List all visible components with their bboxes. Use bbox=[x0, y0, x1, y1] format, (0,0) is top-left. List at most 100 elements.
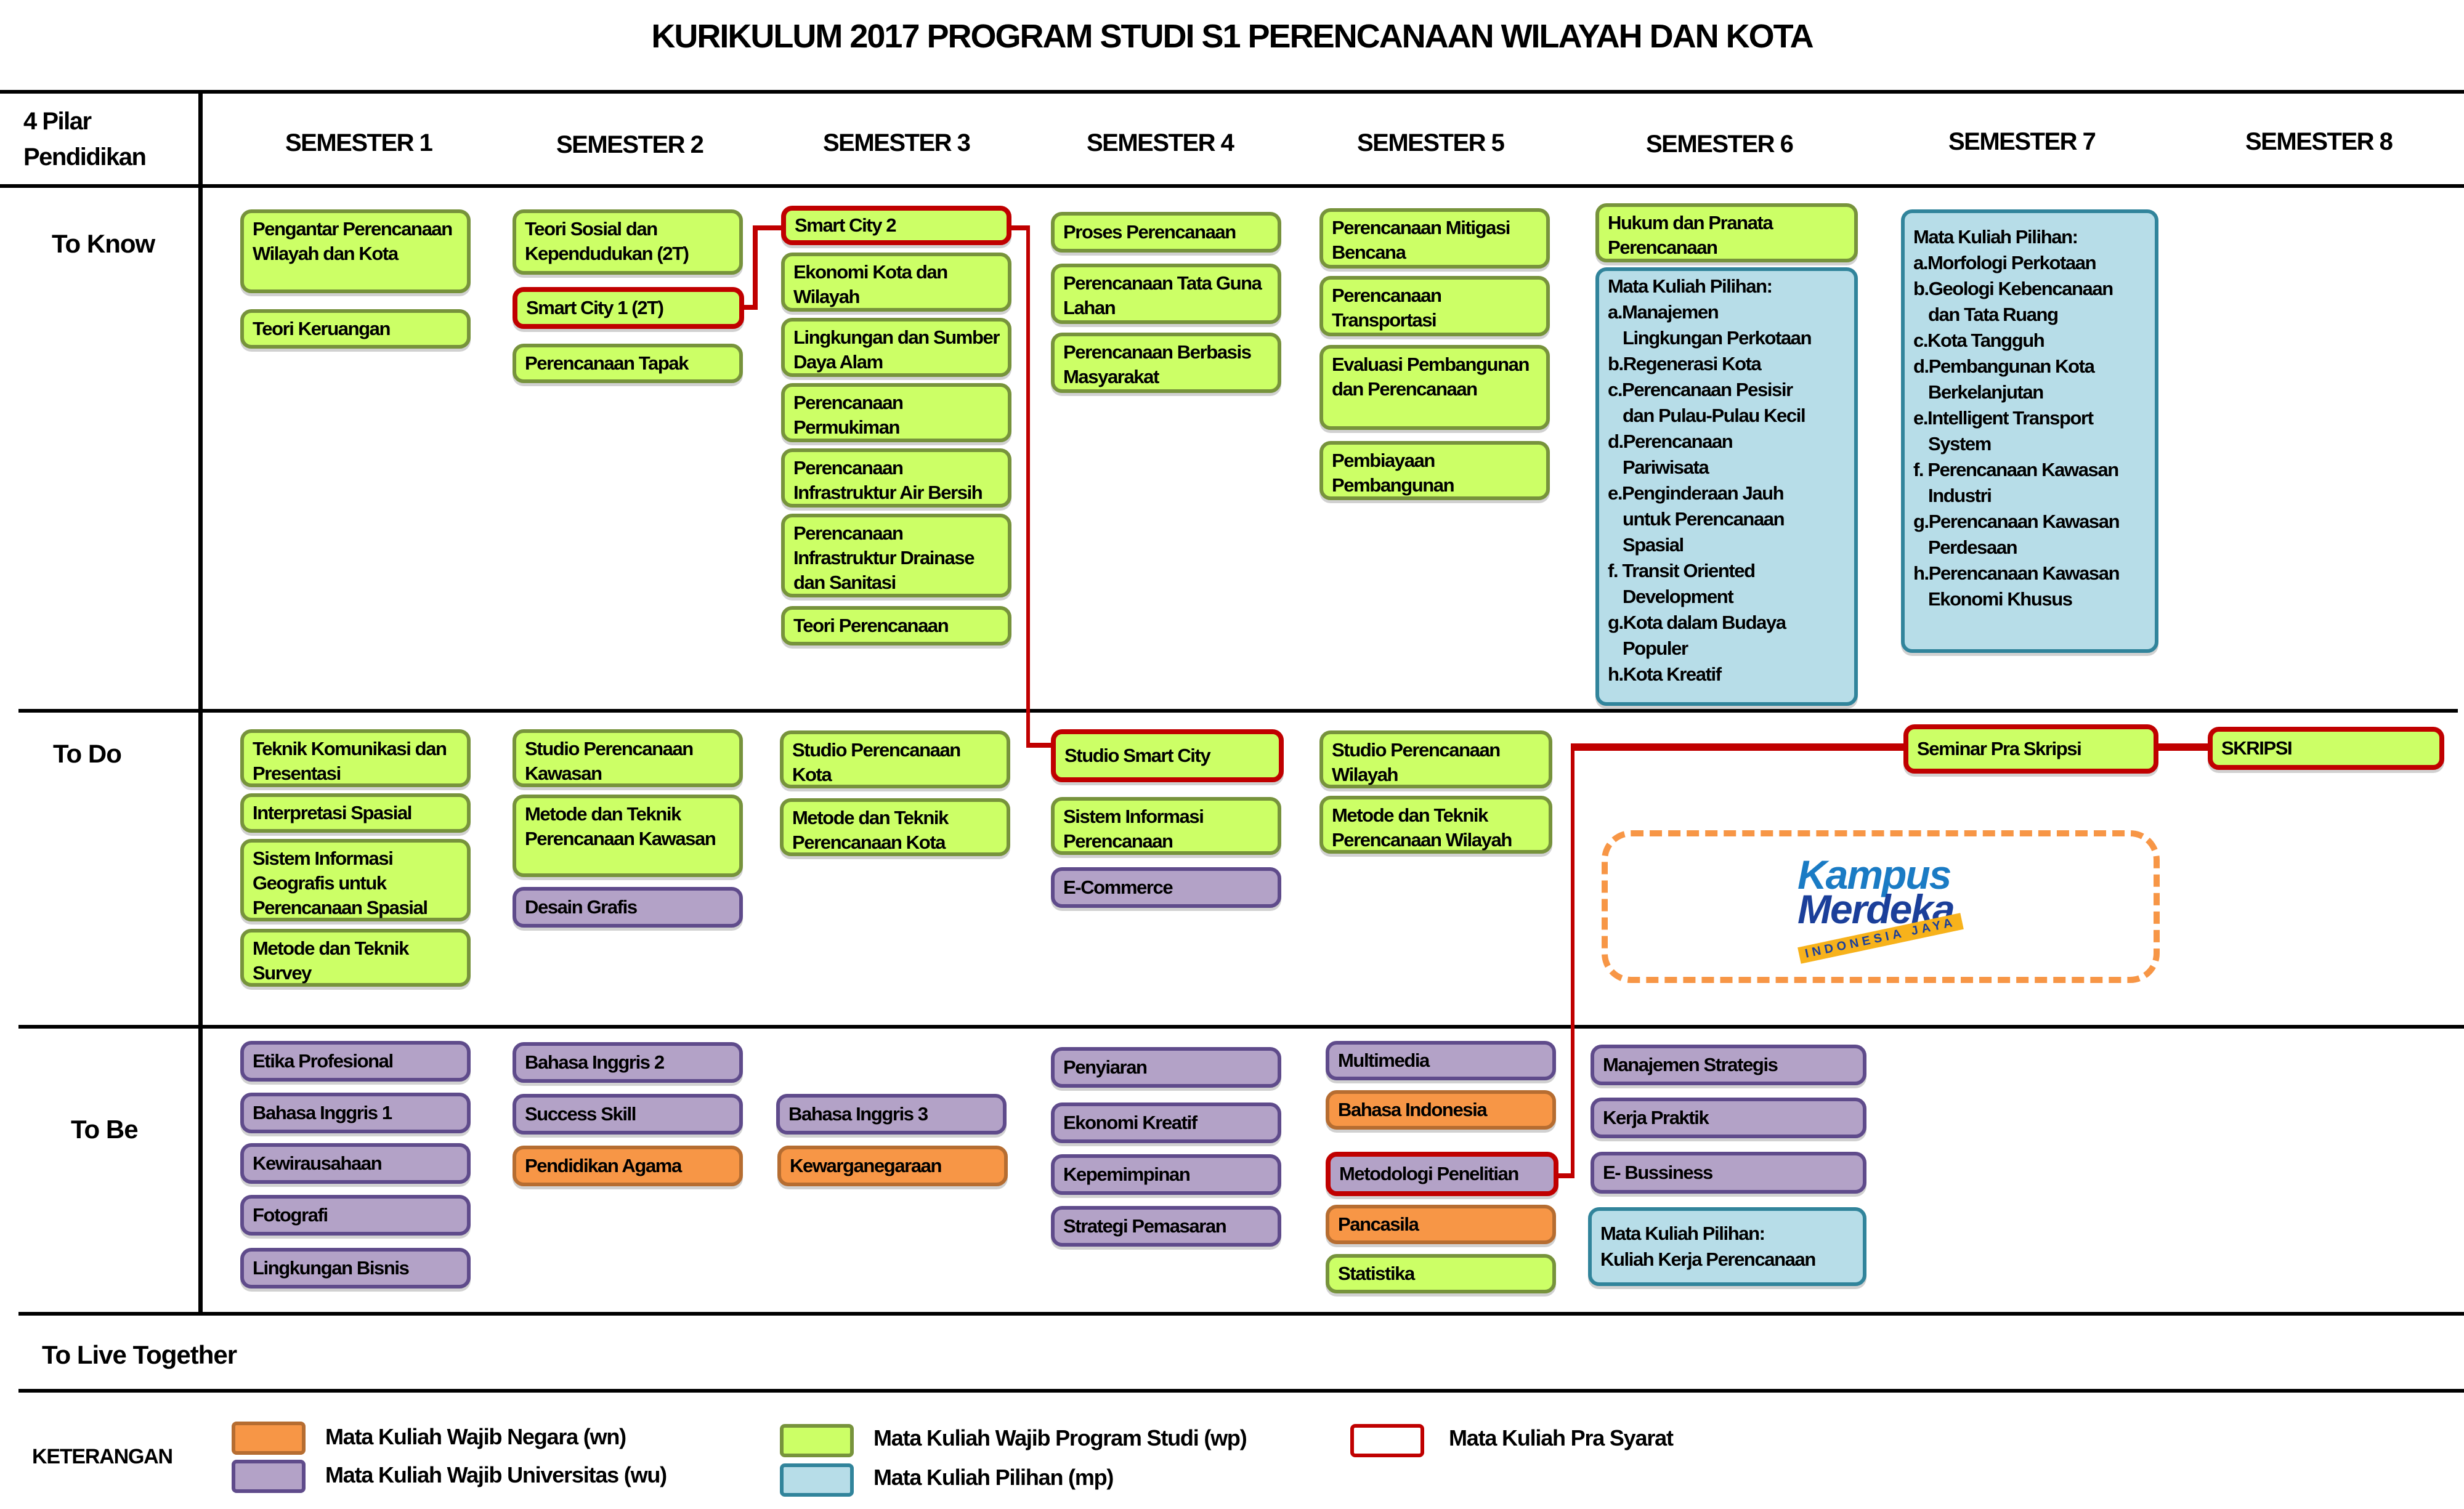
course-teori-perencanaan[interactable]: Teori Perencanaan bbox=[781, 606, 1011, 645]
course-success-skill[interactable]: Success Skill bbox=[513, 1094, 743, 1135]
course-metode-teknik-survey[interactable]: Metode dan Teknik Survey bbox=[240, 929, 471, 987]
course-perencanaan-tapak[interactable]: Perencanaan Tapak bbox=[513, 344, 743, 383]
course-label: Pendidikan Agama bbox=[525, 1155, 682, 1176]
course-bahasa-inggris-2[interactable]: Bahasa Inggris 2 bbox=[513, 1042, 743, 1083]
course-pancasila[interactable]: Pancasila bbox=[1326, 1205, 1556, 1244]
course-metode-kawasan[interactable]: Metode dan Teknik Perencanaan Kawasan bbox=[513, 795, 743, 877]
course-penyiaran[interactable]: Penyiaran bbox=[1051, 1047, 1281, 1088]
course-tata-guna-lahan[interactable]: Perencanaan Tata Guna Lahan bbox=[1051, 264, 1281, 324]
course-multimedia[interactable]: Multimedia bbox=[1326, 1041, 1556, 1080]
prereq-connector bbox=[753, 225, 758, 310]
course-etika-profesional[interactable]: Etika Profesional bbox=[240, 1041, 471, 1082]
legend-swatch-prerequisite bbox=[1350, 1424, 1424, 1457]
course-label: Interpretasi Spasial bbox=[253, 802, 412, 823]
kampus-merdeka-word1: Kampus bbox=[1797, 852, 1951, 897]
legend-label-wu: Mata Kuliah Wajib Universitas (wu) bbox=[325, 1462, 667, 1487]
elective-item: a.Morfologi Perkotaan bbox=[1913, 252, 2097, 273]
course-pembiayaan-pembangunan[interactable]: Pembiayaan Pembangunan bbox=[1319, 441, 1550, 500]
course-teknik-komunikasi[interactable]: Teknik Komunikasi dan Presentasi bbox=[240, 729, 471, 787]
course-label: Proses Perencanaan bbox=[1063, 221, 1236, 243]
course-pengantar-pwk[interactable]: Pengantar Perencanaan Wilayah dan Kota bbox=[240, 209, 471, 293]
kampus-merdeka-frame bbox=[1602, 830, 2160, 983]
course-label: Etika Profesional bbox=[253, 1050, 394, 1072]
course-lingkungan-sda[interactable]: Lingkungan dan Sumber Daya Alam bbox=[781, 318, 1011, 377]
course-fotografi[interactable]: Fotografi bbox=[240, 1195, 471, 1236]
course-kerja-praktik[interactable]: Kerja Praktik bbox=[1591, 1098, 1866, 1138]
elective-item: c.Perencanaan Pesisir bbox=[1608, 379, 1793, 400]
prereq-connector bbox=[1026, 743, 1055, 748]
course-studio-kota[interactable]: Studio Perencanaan Kota bbox=[780, 730, 1010, 788]
course-bahasa-inggris-3[interactable]: Bahasa Inggris 3 bbox=[776, 1094, 1007, 1135]
elective-list-semester-7[interactable]: Mata Kuliah Pilihan: a.Morfologi Perkota… bbox=[1901, 209, 2158, 653]
course-studio-wilayah[interactable]: Studio Perencanaan Wilayah bbox=[1319, 730, 1552, 788]
course-kewirausahaan[interactable]: Kewirausahaan bbox=[240, 1143, 471, 1184]
course-pendidikan-agama[interactable]: Pendidikan Agama bbox=[513, 1146, 743, 1186]
course-perencanaan-transportasi[interactable]: Perencanaan Transportasi bbox=[1319, 276, 1550, 336]
course-studio-kawasan[interactable]: Studio Perencanaan Kawasan bbox=[513, 729, 743, 787]
course-studio-smart-city[interactable]: Studio Smart City bbox=[1051, 729, 1284, 782]
course-sig-perencanaan-spasial[interactable]: Sistem Informasi Geografis untuk Perenca… bbox=[240, 839, 471, 921]
course-interpretasi-spasial[interactable]: Interpretasi Spasial bbox=[240, 793, 471, 833]
course-label: Lingkungan Bisnis bbox=[253, 1257, 410, 1279]
course-label: Teori Perencanaan bbox=[793, 615, 949, 636]
course-perencanaan-permukiman[interactable]: Perencanaan Permukiman bbox=[781, 383, 1011, 442]
course-infrastruktur-drainase[interactable]: Perencanaan Infrastruktur Drainase dan S… bbox=[781, 514, 1011, 597]
course-label: E- Bussiness bbox=[1603, 1162, 1713, 1183]
course-kepemimpinan[interactable]: Kepemimpinan bbox=[1051, 1154, 1281, 1195]
course-statistika[interactable]: Statistika bbox=[1326, 1254, 1556, 1293]
course-desain-grafis[interactable]: Desain Grafis bbox=[513, 887, 743, 928]
prereq-connector bbox=[1558, 1173, 1574, 1178]
divider-be-live bbox=[18, 1312, 2464, 1316]
pillar-header: 4 Pilar Pendidikan bbox=[23, 103, 147, 175]
course-proses-perencanaan[interactable]: Proses Perencanaan bbox=[1051, 212, 1281, 253]
course-manajemen-strategis[interactable]: Manajemen Strategis bbox=[1591, 1045, 1866, 1085]
course-smart-city-2[interactable]: Smart City 2 bbox=[781, 206, 1011, 245]
course-kewarganegaraan[interactable]: Kewarganegaraan bbox=[777, 1146, 1008, 1186]
elective-item: g.Perencanaan Kawasan bbox=[1913, 511, 2120, 532]
course-ekonomi-kota[interactable]: Ekonomi Kota dan Wilayah bbox=[781, 253, 1011, 312]
course-bahasa-indonesia[interactable]: Bahasa Indonesia bbox=[1326, 1090, 1556, 1130]
course-sistem-informasi-perencanaan[interactable]: Sistem Informasi Perencanaan bbox=[1051, 797, 1281, 855]
course-metode-wilayah[interactable]: Metode dan Teknik Perencanaan Wilayah bbox=[1319, 796, 1552, 854]
legend-title: KETERANGAN bbox=[32, 1445, 173, 1468]
course-hukum-pranata[interactable]: Hukum dan Pranata Perencanaan bbox=[1595, 203, 1858, 262]
course-metodologi-penelitian[interactable]: Metodologi Penelitian bbox=[1326, 1152, 1558, 1196]
course-lingkungan-bisnis[interactable]: Lingkungan Bisnis bbox=[240, 1248, 471, 1289]
semester-6-header: SEMESTER 6 bbox=[1646, 131, 1794, 158]
elective-name: Kuliah Kerja Perencanaan bbox=[1600, 1248, 1816, 1270]
course-label: Kewarganegaraan bbox=[790, 1155, 942, 1176]
course-teori-sosial[interactable]: Teori Sosial dan Kependudukan (2T) bbox=[513, 209, 743, 275]
elective-kuliah-kerja-perencanaan[interactable]: Mata Kuliah Pilihan: Kuliah Kerja Perenc… bbox=[1588, 1207, 1866, 1286]
legend-label-prerequisite: Mata Kuliah Pra Syarat bbox=[1449, 1425, 1674, 1450]
course-ekonomi-kreatif[interactable]: Ekonomi Kreatif bbox=[1051, 1102, 1281, 1143]
pillar-to-live-together: To Live Together bbox=[42, 1340, 237, 1369]
elective-item: c.Kota Tangguh bbox=[1913, 330, 2045, 351]
course-metode-kota[interactable]: Metode dan Teknik Perencanaan Kota bbox=[780, 798, 1010, 856]
course-berbasis-masyarakat[interactable]: Perencanaan Berbasis Masyarakat bbox=[1051, 333, 1281, 393]
pillar-to-do: To Do bbox=[53, 739, 122, 768]
divider-pillar-column bbox=[198, 90, 203, 1312]
course-teori-keruangan[interactable]: Teori Keruangan bbox=[240, 309, 471, 349]
course-e-commerce[interactable]: E-Commerce bbox=[1051, 867, 1281, 908]
prereq-connector bbox=[1571, 746, 1574, 1178]
course-seminar-pra-skripsi[interactable]: Seminar Pra Skripsi bbox=[1903, 724, 2158, 774]
course-bahasa-inggris-1[interactable]: Bahasa Inggris 1 bbox=[240, 1093, 471, 1133]
elective-heading: Mata Kuliah Pilihan: bbox=[1608, 275, 1773, 297]
course-strategi-pemasaran[interactable]: Strategi Pemasaran bbox=[1051, 1206, 1281, 1247]
course-label: Metodologi Penelitian bbox=[1339, 1163, 1519, 1184]
elective-item: Berkelanjutan bbox=[1928, 381, 2044, 403]
course-mitigasi-bencana[interactable]: Perencanaan Mitigasi Bencana bbox=[1319, 208, 1550, 269]
course-e-bussiness[interactable]: E- Bussiness bbox=[1591, 1152, 1866, 1194]
semester-8-header: SEMESTER 8 bbox=[2245, 128, 2393, 155]
legend-label-wn: Mata Kuliah Wajib Negara (wn) bbox=[325, 1424, 626, 1449]
semester-1-header: SEMESTER 1 bbox=[285, 129, 433, 156]
semester-4-header: SEMESTER 4 bbox=[1087, 129, 1234, 156]
elective-heading: Mata Kuliah Pilihan: bbox=[1913, 226, 2078, 248]
course-infrastruktur-air[interactable]: Perencanaan Infrastruktur Air Bersih bbox=[781, 448, 1011, 508]
divider-know-do bbox=[18, 709, 2458, 713]
course-smart-city-1[interactable]: Smart City 1 (2T) bbox=[513, 287, 744, 329]
course-skripsi[interactable]: SKRIPSI bbox=[2208, 727, 2444, 770]
course-evaluasi-pembangunan[interactable]: Evaluasi Pembangunan dan Perencanaan bbox=[1319, 345, 1550, 430]
